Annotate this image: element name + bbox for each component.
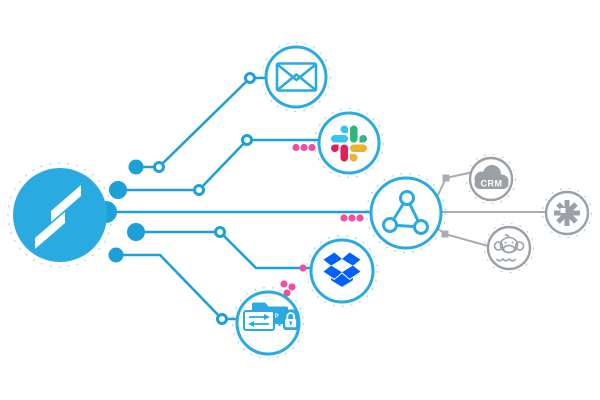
dropbox-dash-ring [305,234,379,308]
start-dot-sftp [108,247,124,263]
hub-circle [369,176,443,250]
monkey-integration [486,225,532,271]
email-circle [264,45,328,109]
packet-dot [288,283,296,291]
network-hub-icon [382,190,429,235]
bend-node [244,72,256,84]
crm-cloud-icon: CRM [474,165,509,189]
envelope-icon [275,62,318,92]
crm-label: CRM [481,179,503,189]
start-dot-slack [109,181,127,199]
arrow-left [248,321,254,327]
logo-slash-upper [51,185,81,222]
arrow-right [264,314,270,320]
logo-slash-lower [35,212,65,249]
wire-sftp [116,253,238,321]
wires-right [436,171,546,247]
padlock-icon [283,309,299,330]
crm-integration: CRM [468,156,514,202]
packet-dot [299,264,307,272]
logo-circle [13,168,107,262]
dropbox-circle [309,238,375,304]
junction-square-crm [442,174,450,182]
hub-integration [369,176,443,250]
transfer-box [243,310,275,331]
slack-integration [317,111,381,175]
wire-nodes [95,72,256,325]
packet-dot [308,143,316,152]
wire-dropbox [136,230,311,270]
dropbox-icon [323,252,361,287]
packet-dot [300,143,308,152]
monkey-circle [486,225,532,271]
asterisk-integration [544,190,590,236]
wire-hub-crm [436,171,474,198]
email-integration [264,45,328,109]
packet-dot [280,280,288,288]
slack-icon [331,125,367,162]
packet-dot [292,143,300,152]
slack-circle [317,111,381,175]
asterisk-dash-ring [541,187,593,239]
packet-dot [348,214,356,222]
crm-dash-ring [465,153,517,205]
wire-slack [118,138,320,192]
junction-square-monkey [441,230,449,238]
bend-node [153,161,165,173]
sftp-dash-ring [231,286,305,360]
packet-dot [356,214,364,222]
bend-node [216,313,228,325]
monkey-dash-ring [483,222,535,274]
sftp-folder-lock-icon: SFTP [243,302,299,331]
packet-dot [283,289,291,297]
stitch-logo [13,168,107,262]
slack-dash-ring [313,107,385,179]
bend-node [214,226,226,238]
bend-node [241,134,253,146]
dropbox-integration [309,238,375,304]
wires-left [106,76,372,321]
asterisk-icon [554,200,580,226]
start-dot-dropbox [127,223,145,241]
packet-dots [280,143,364,297]
bend-node [193,184,205,196]
start-dot-email [128,159,144,175]
sftp-integration: SFTP [235,290,301,356]
monkey-icon [493,233,525,262]
wire-email [136,76,266,169]
packet-dot [340,214,348,222]
